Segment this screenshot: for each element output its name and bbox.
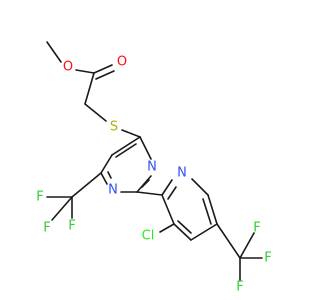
atom-pyridine-nitrogen: N [177, 166, 187, 181]
atom-fluorine-5: F [264, 251, 271, 266]
bond-pyrimidine-pyridine [136, 191, 163, 196]
atom-fluorine-6: F [236, 280, 243, 295]
bond-methyl-oxygen [46, 41, 62, 63]
atom-fluorine-1: F [36, 190, 43, 205]
bond-pyrimidine-c5-c6 [100, 154, 113, 174]
bond-cf3-f3 [51, 196, 73, 221]
atom-fluorine-3: F [43, 221, 50, 236]
bond-pyridine-c5-c4 [190, 223, 218, 241]
bond-pyrimidine-c4-c5-inner [115, 143, 137, 158]
atom-sulfur: S [110, 120, 118, 135]
atom-pyrimidine-nitrogen-3: N [147, 160, 157, 175]
bond-pyrimidine-c4-c5 [111, 136, 141, 156]
bond-carbonyl-double-1 [93, 64, 113, 74]
bond-oxygen-carbonyl-carbon [75, 69, 95, 74]
bond-pyridine-c4-c3-inner [177, 220, 192, 234]
bond-pyridine-c2-n1 [161, 179, 173, 196]
atom-fluorine-2: F [68, 219, 75, 234]
bond-pyridine-c2-n1-inner [167, 186, 177, 200]
bond-pyridine-c6-c5-inner [202, 198, 212, 225]
molecule-structure: O O S N N N Cl F F F F F F [36, 41, 272, 295]
bond-pyrimidine-c2-n3-inner [141, 179, 150, 188]
bond-cf3b-f4 [239, 232, 255, 259]
bond-sulfur-pyrimidine [121, 129, 141, 138]
bond-pyridine-c6-c5 [207, 194, 218, 225]
atom-chlorine: Cl [142, 229, 155, 244]
bond-pyrimidine-c6-n1-inner [107, 171, 112, 179]
bond-pyrimidine-c6-n1 [100, 172, 108, 185]
atom-labels: O O S N N N Cl F F F F F F [36, 55, 271, 295]
atom-carbonyl-oxygen: O [117, 55, 127, 70]
atom-ether-oxygen: O [63, 60, 73, 75]
bonds [46, 41, 263, 281]
bond-pyrimidine-n3-c4 [139, 136, 152, 160]
atom-pyrimidine-nitrogen-1: N [108, 183, 118, 198]
bond-pyridine-n1-c6 [191, 178, 209, 196]
bond-pyrimidine-cf3 [71, 172, 102, 198]
bond-pyridine-cf3 [216, 223, 241, 259]
bond-ch2-sulfur [84, 103, 107, 122]
bond-pyridine-chlorine [159, 223, 175, 233]
bond-carbonyl-double-2 [95, 70, 115, 80]
atom-fluorine-4: F [253, 221, 260, 236]
bond-pyridine-c3-c2 [161, 194, 175, 225]
bond-pyridine-c4-c3 [173, 223, 192, 241]
bond-carbonyl-carbon-ch2 [84, 72, 95, 105]
